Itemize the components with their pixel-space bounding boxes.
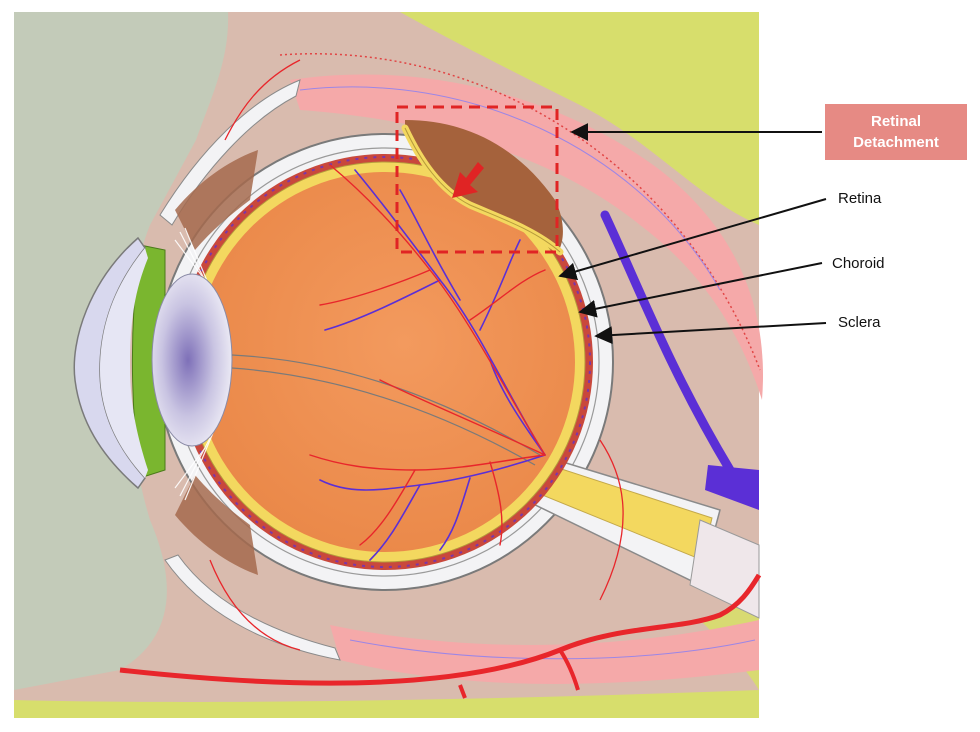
pointer-choroid [578, 262, 823, 318]
detachment-arrow [452, 162, 484, 198]
sclera-label: Sclera [838, 314, 881, 331]
artery-branch [209, 559, 301, 651]
pointer-sclera [594, 322, 827, 345]
lens [151, 273, 233, 447]
upper-eyelid [159, 79, 301, 226]
vitreous-body [195, 172, 575, 552]
retinal-detachment-label: Retinal Detachment [853, 113, 939, 151]
muscle-fibre-line [349, 639, 756, 660]
inferior-rectus-muscle [330, 620, 759, 684]
optic-nerve-sheath [689, 519, 760, 619]
pointer-retina [558, 198, 827, 281]
orbital-fat-right [700, 420, 759, 690]
muscle-fibre-line [299, 86, 721, 291]
retinal-detachment-label-box [825, 104, 967, 160]
vein-trunk [705, 465, 759, 510]
lower-eyelid [164, 554, 341, 661]
choroid-label: Choroid [832, 255, 885, 272]
hyaloid-canal [231, 367, 536, 466]
artery-branch [599, 439, 624, 601]
detached-retina-edge [404, 127, 561, 253]
hyaloid-canal [231, 354, 541, 456]
detachment-highlight-box [395, 105, 559, 254]
detached-retina-fluid [405, 120, 563, 252]
choroid-dots [179, 156, 591, 568]
anterior-chamber [100, 248, 148, 478]
retina-label: Retina [838, 190, 882, 207]
ciliary-body-upper [175, 150, 258, 250]
retinal-arteries [309, 164, 546, 546]
ciliary-body-lower [175, 475, 258, 575]
orbital-fat-bottom [14, 690, 759, 718]
zonule-fibres [174, 227, 216, 501]
superior-rectus-muscle [290, 74, 764, 400]
artery-branch [458, 684, 467, 699]
artery-branch [224, 59, 301, 141]
orbital-fat-top [400, 12, 759, 225]
artery-branch [558, 648, 580, 691]
